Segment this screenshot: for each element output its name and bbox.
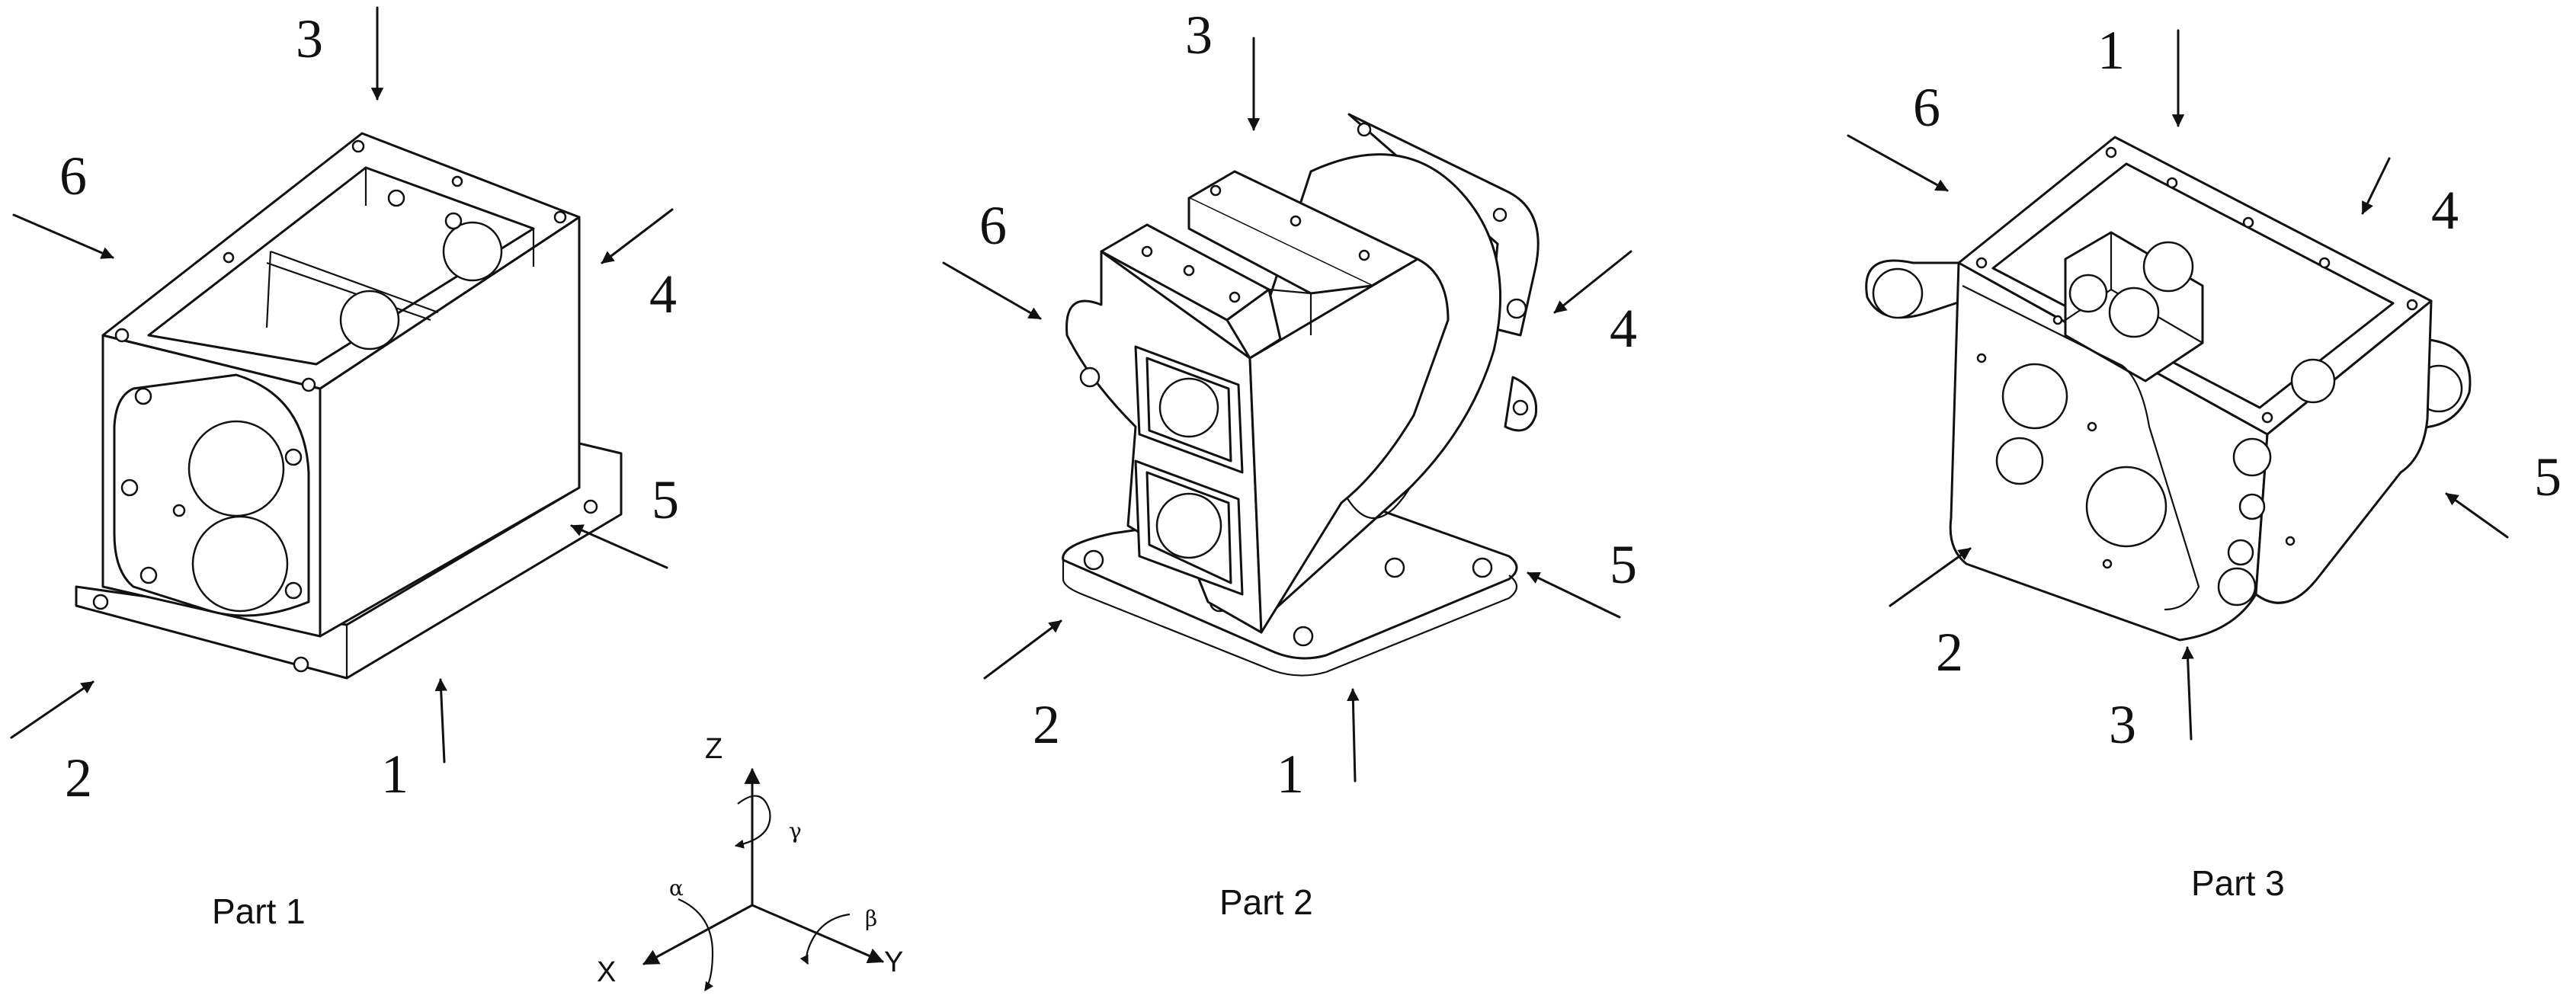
part-2-arrows: 1 2 3 4 5 6 Part 2 bbox=[942, 5, 1637, 922]
arrow-2 bbox=[10, 680, 95, 739]
part-3-caption: Part 3 bbox=[2191, 863, 2285, 903]
arrow-2 bbox=[1889, 547, 1972, 607]
arrow-6 bbox=[1847, 134, 1949, 192]
part-2-caption: Part 2 bbox=[1219, 882, 1313, 922]
label-1: 1 bbox=[2097, 20, 2125, 81]
label-3: 3 bbox=[296, 8, 323, 69]
part-3-arrows: 1 2 3 4 5 6 Part 3 bbox=[1847, 20, 2562, 903]
arrow-1 bbox=[434, 678, 447, 763]
arrow-4 bbox=[1553, 250, 1632, 314]
part-3-drawing bbox=[1865, 136, 2472, 642]
axis-triad: Z X Y α β γ bbox=[597, 733, 903, 992]
axis-beta-label: β bbox=[865, 906, 877, 931]
label-3: 3 bbox=[2109, 694, 2136, 755]
axis-y-label: Y bbox=[884, 946, 903, 978]
arrow-1 bbox=[1347, 688, 1360, 783]
axis-x-label: X bbox=[597, 956, 616, 988]
label-6: 6 bbox=[1913, 77, 1940, 138]
label-4: 4 bbox=[2431, 180, 2459, 241]
arrow-6 bbox=[942, 261, 1042, 320]
axis-alpha-label: α bbox=[669, 875, 684, 901]
label-4: 4 bbox=[1610, 298, 1637, 359]
arrow-5 bbox=[2445, 492, 2509, 539]
arrow-3 bbox=[2181, 646, 2194, 741]
part-1-drawing bbox=[75, 132, 623, 680]
arrow-4 bbox=[2361, 157, 2391, 215]
arrow-5 bbox=[570, 524, 668, 569]
label-6: 6 bbox=[979, 195, 1007, 256]
label-1: 1 bbox=[381, 744, 409, 805]
label-5: 5 bbox=[652, 469, 679, 530]
label-5: 5 bbox=[2534, 446, 2562, 507]
label-2: 2 bbox=[1936, 622, 1963, 683]
label-5: 5 bbox=[1610, 534, 1637, 595]
part-1-caption: Part 1 bbox=[212, 891, 306, 931]
axis-gamma-label: γ bbox=[789, 818, 802, 843]
arrow-6 bbox=[12, 213, 114, 259]
label-2: 2 bbox=[1033, 694, 1060, 755]
label-1: 1 bbox=[1277, 744, 1304, 805]
axis-z-label: Z bbox=[705, 733, 722, 765]
label-4: 4 bbox=[649, 264, 677, 325]
label-6: 6 bbox=[59, 146, 87, 206]
label-2: 2 bbox=[65, 747, 92, 808]
part-2-drawing bbox=[1062, 113, 1540, 677]
part-1-arrows: 1 2 3 4 5 6 Part 1 bbox=[10, 6, 679, 931]
arrow-4 bbox=[601, 208, 674, 264]
arrow-5 bbox=[1527, 571, 1621, 619]
arrow-2 bbox=[983, 619, 1062, 680]
label-3: 3 bbox=[1185, 5, 1213, 66]
